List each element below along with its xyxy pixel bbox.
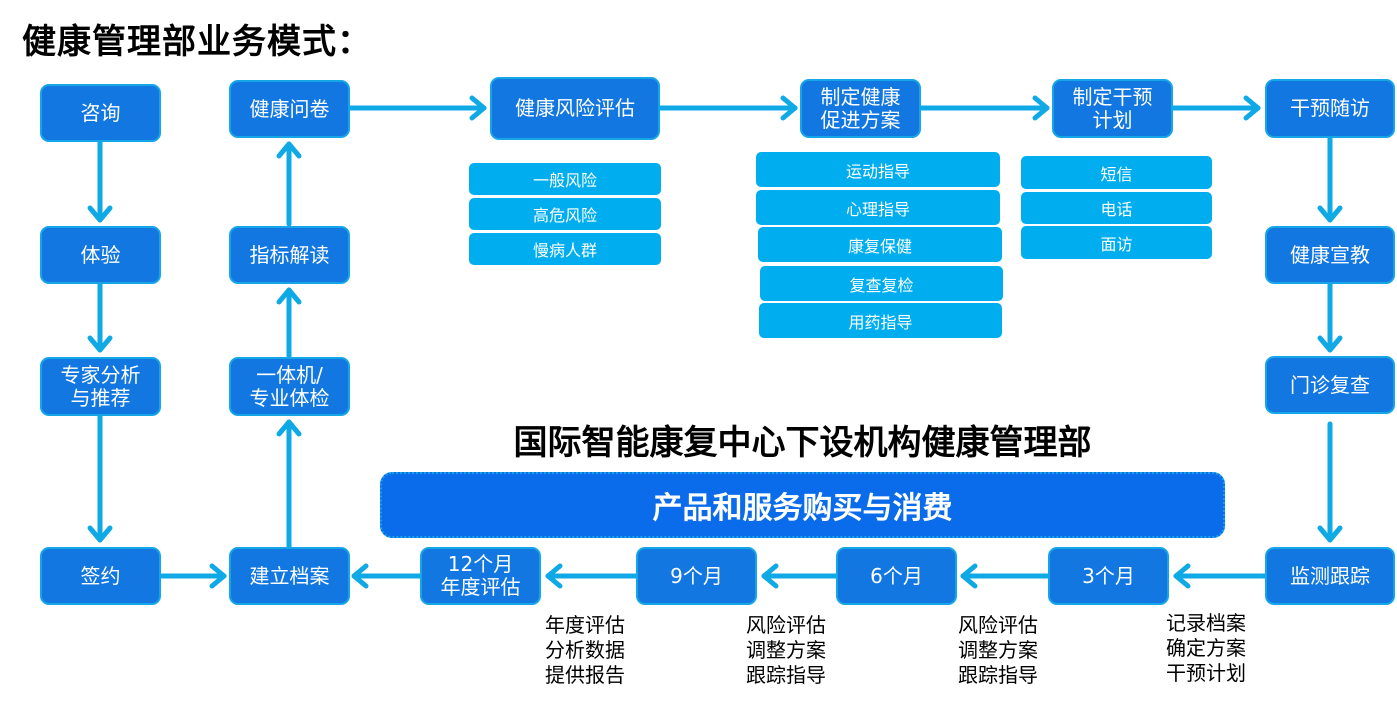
node-12-months: 12个月 年度评估 — [420, 547, 541, 605]
node-indicator: 指标解读 — [229, 226, 350, 284]
node-risk-assessment: 健康风险评估 — [490, 77, 660, 140]
promotion-item: 康复保健 — [758, 227, 1002, 262]
promotion-item: 心理指导 — [756, 190, 1000, 225]
node-followup: 干预随访 — [1265, 79, 1395, 138]
node-experience: 体验 — [40, 226, 161, 284]
node-questionnaire: 健康问卷 — [229, 80, 350, 138]
note-12-months: 年度评估 分析数据 提供报告 — [545, 613, 625, 687]
promotion-item: 复查复检 — [760, 266, 1003, 301]
node-intervention-plan: 制定干预 计划 — [1052, 79, 1173, 138]
node-monitor: 监测跟踪 — [1265, 547, 1395, 605]
risk-item: 一般风险 — [469, 163, 661, 195]
node-archive: 建立档案 — [229, 547, 350, 605]
promotion-item: 运动指导 — [756, 152, 1000, 187]
intervention-item: 短信 — [1021, 156, 1212, 189]
node-promotion-plan: 制定健康 促进方案 — [800, 79, 921, 138]
node-sign: 签约 — [40, 547, 161, 605]
note-3-months: 记录档案 确定方案 干预计划 — [1166, 611, 1246, 685]
note-6-months: 风险评估 调整方案 跟踪指导 — [958, 613, 1038, 687]
risk-item: 高危风险 — [469, 198, 661, 230]
node-checkup: 一体机/ 专业体检 — [229, 357, 350, 416]
node-3-months: 3个月 — [1048, 547, 1169, 605]
node-9-months: 9个月 — [636, 547, 757, 605]
node-education: 健康宣教 — [1265, 226, 1395, 284]
risk-item: 慢病人群 — [469, 233, 661, 265]
page-title: 健康管理部业务模式： — [22, 22, 372, 62]
node-expert-analysis: 专家分析 与推荐 — [40, 357, 161, 416]
center-title: 国际智能康复中心下设机构健康管理部 — [513, 423, 1092, 463]
intervention-item: 面访 — [1021, 226, 1212, 259]
product-service-banner: 产品和服务购买与消费 — [380, 472, 1225, 538]
intervention-item: 电话 — [1021, 192, 1212, 224]
note-9-months: 风险评估 调整方案 跟踪指导 — [746, 613, 826, 687]
node-outpatient: 门诊复查 — [1265, 356, 1395, 414]
node-6-months: 6个月 — [836, 547, 957, 605]
node-consult: 咨询 — [40, 84, 161, 142]
promotion-item: 用药指导 — [759, 303, 1002, 338]
